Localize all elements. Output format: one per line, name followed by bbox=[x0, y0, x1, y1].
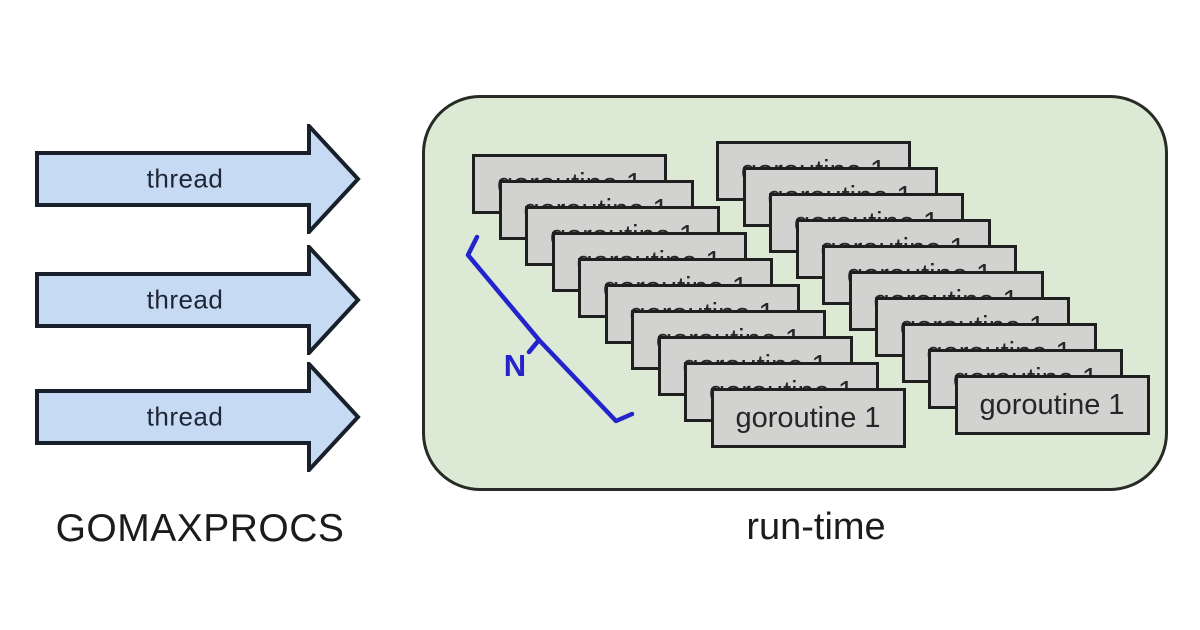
thread-arrow-label: thread bbox=[146, 401, 224, 432]
right-arrow-icon bbox=[35, 124, 361, 234]
bracket-n-label: N bbox=[503, 348, 527, 383]
runtime-label: run-time bbox=[746, 506, 886, 548]
thread-arrow-label: thread bbox=[146, 163, 224, 194]
thread-arrow: thread bbox=[35, 245, 361, 355]
right-arrow-icon bbox=[35, 362, 361, 472]
right-arrow-icon bbox=[35, 245, 361, 355]
gomaxprocs-label: GOMAXPROCS bbox=[55, 507, 345, 550]
goroutine-box: goroutine 1 bbox=[954, 375, 1150, 435]
thread-arrow: thread bbox=[35, 124, 361, 234]
goroutine-box: goroutine 1 bbox=[710, 388, 906, 448]
thread-arrow: thread bbox=[35, 362, 361, 472]
thread-arrow-label: thread bbox=[146, 284, 224, 315]
